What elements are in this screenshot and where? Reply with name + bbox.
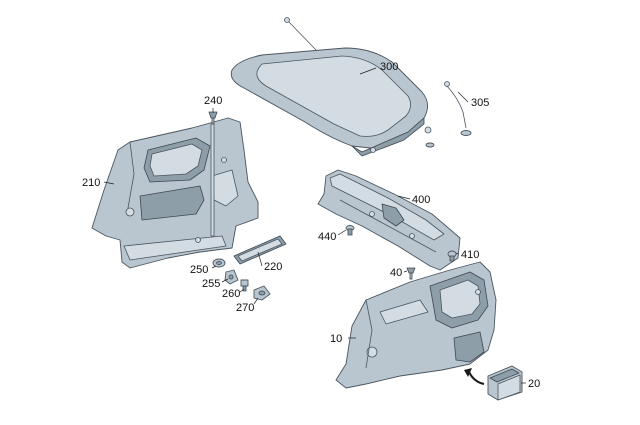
part-220-cover-plate[interactable] (233, 235, 287, 265)
leader-lines (103, 67, 526, 384)
label-10: 10 (330, 333, 342, 345)
part-20-storage-bin[interactable] (487, 365, 523, 401)
label-270: 270 (236, 302, 254, 314)
label-40: 40 (390, 267, 402, 279)
label-400: 400 (412, 194, 430, 206)
part-40-clip[interactable] (406, 267, 416, 280)
part-260-fastener[interactable] (240, 279, 249, 292)
part-270-fastener[interactable] (253, 285, 271, 301)
label-210: 210 (82, 177, 100, 189)
label-255: 255 (202, 278, 220, 290)
part-305-tether[interactable] (425, 81, 472, 148)
cover-support-pin (424, 126, 432, 134)
strap-eyelet (284, 17, 290, 23)
label-250: 250 (190, 264, 208, 276)
label-410: 410 (461, 249, 479, 261)
part-240-clip[interactable] (208, 111, 218, 125)
label-220: 220 (264, 261, 282, 273)
part-255-fastener[interactable] (224, 269, 239, 285)
label-20: 20 (528, 378, 540, 390)
part-250-fastener[interactable] (212, 258, 226, 268)
trim-bracket (210, 123, 215, 237)
label-300: 300 (380, 61, 398, 73)
label-440: 440 (318, 231, 336, 243)
part-210-left-side-trim[interactable] (91, 117, 259, 269)
label-260: 260 (222, 288, 240, 300)
load-cover-strap (286, 19, 319, 53)
label-240: 240 (204, 95, 222, 107)
part-300-load-cover[interactable] (230, 17, 432, 157)
install-arrow (464, 368, 485, 385)
part-10-right-side-trim[interactable] (335, 261, 497, 389)
part-400-loading-edge-trim[interactable] (317, 169, 461, 271)
part-440-screw[interactable] (345, 225, 355, 236)
label-305: 305 (471, 97, 489, 109)
